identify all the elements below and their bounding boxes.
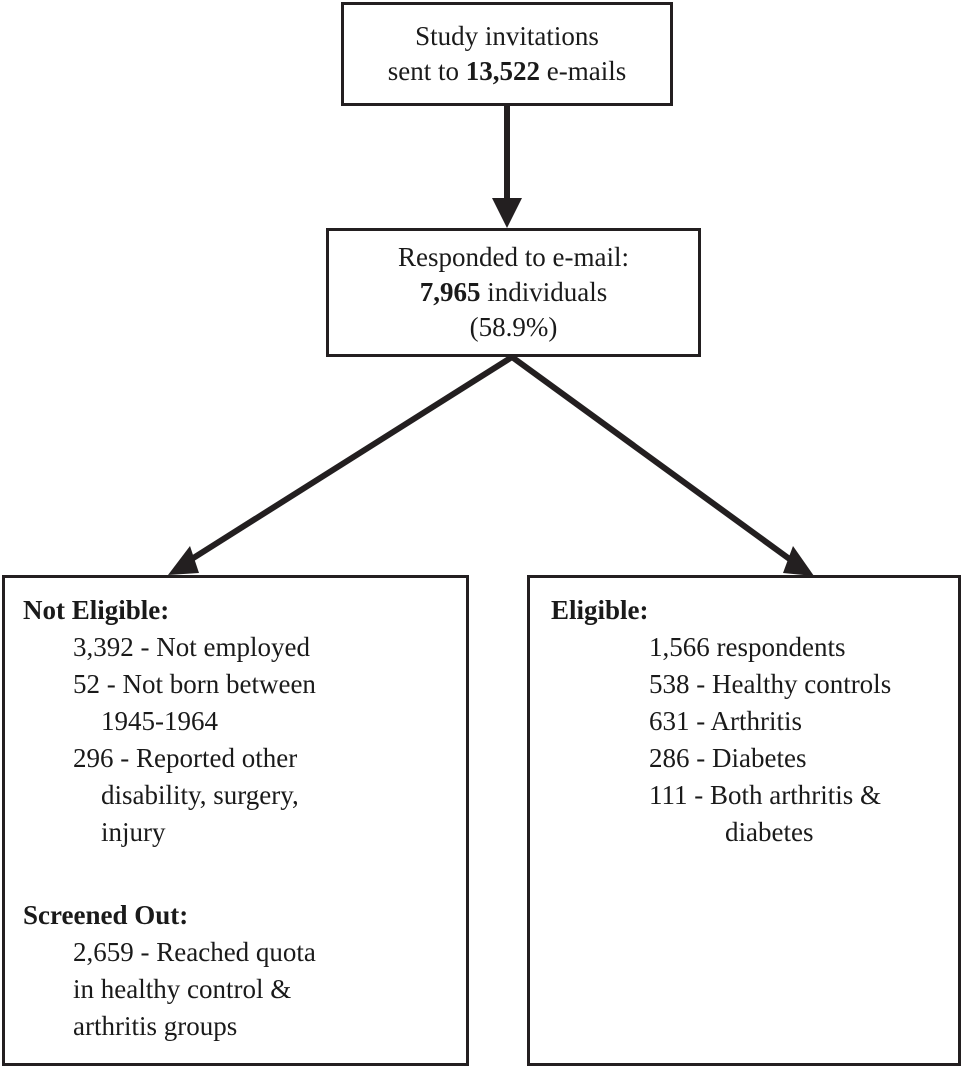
responded-count: 7,965 <box>419 277 481 307</box>
study-invitations-line2: sent to 13,522 e-mails <box>388 54 626 89</box>
node-not-eligible: Not Eligible: 3,392 - Not employed 52 - No… <box>2 575 469 1066</box>
edge-invitations-to-responded-icon <box>492 106 522 228</box>
responded-percentage: (58.9%) <box>469 312 558 342</box>
group-item: 3,392 - Not employed <box>73 632 310 662</box>
responded-line2: 7,965 individuals <box>398 275 629 310</box>
group-item: in healthy control & <box>73 974 292 1004</box>
group-item: arthritis groups <box>73 1011 238 1041</box>
study-invitations-count: 13,522 <box>465 56 540 86</box>
group-item: 538 - Healthy controls <box>649 669 892 699</box>
study-invitations-line1: Study invitations <box>415 21 599 51</box>
node-responded-to-email: Responded to e-mail: 7,965 individuals (… <box>326 228 701 357</box>
group-heading: Eligible: <box>551 595 649 625</box>
responded-suffix: individuals <box>480 277 608 307</box>
node-study-invitations: Study invitations sent to 13,522 e-mails <box>341 2 673 106</box>
group-item: 1,566 respondents <box>649 632 846 662</box>
group-item: 296 - Reported other <box>73 743 298 773</box>
study-invitations-suffix: e-mails <box>540 56 627 86</box>
group-heading: Screened Out: <box>23 900 189 930</box>
study-invitations-prefix: sent to <box>387 56 466 86</box>
responded-line1: Responded to e-mail: <box>398 242 629 272</box>
responded-text: Responded to e-mail: 7,965 individuals (… <box>398 240 629 345</box>
group-item: 286 - Diabetes <box>649 743 807 773</box>
group-item: injury <box>101 817 166 847</box>
node-eligible: Eligible:1,566 respondents 538 - Healthy … <box>527 575 961 1066</box>
not-eligible-body: Not Eligible: 3,392 - Not employed 52 - No… <box>5 578 466 1045</box>
edge-responded-to-eligible-icon <box>510 354 814 576</box>
group-item: 1945-1964 <box>101 706 218 736</box>
group-item-list: 2,659 - Reached quota in healthy control … <box>23 934 456 1045</box>
study-invitations-text: Study invitations sent to 13,522 e-mails <box>388 19 626 89</box>
group-heading: Not Eligible: <box>23 595 170 625</box>
group-item: disability, surgery, <box>101 780 299 810</box>
edge-responded-to-not-eligible-icon <box>168 354 514 575</box>
group-item: diabetes <box>725 817 814 847</box>
group-item-list: 1,566 respondents 538 - Healthy controls 6… <box>551 629 948 851</box>
group-item: 631 - Arthritis <box>649 706 802 736</box>
eligible-body: Eligible:1,566 respondents 538 - Healthy … <box>530 578 958 851</box>
group-item: 2,659 - Reached quota <box>73 937 316 967</box>
group-item: 111 - Both arthritis & <box>649 780 881 810</box>
group-item: 52 - Not born between <box>73 669 316 699</box>
group-item-list: 3,392 - Not employed 52 - Not born betwee… <box>23 629 456 851</box>
group-spacer <box>23 851 456 897</box>
